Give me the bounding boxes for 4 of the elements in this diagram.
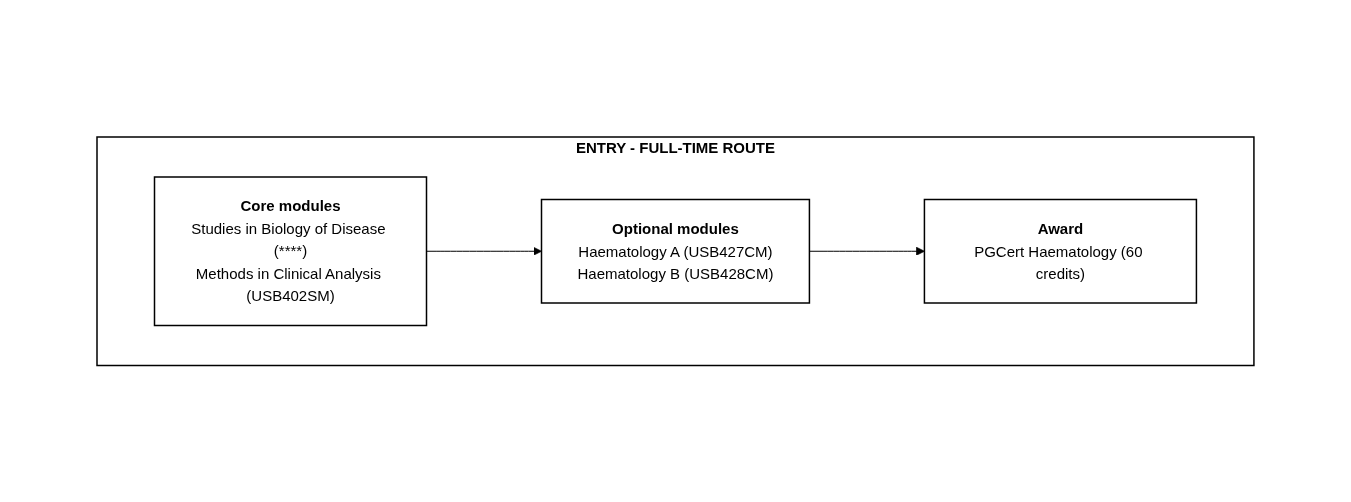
node-box: Award PGCert Haematology (60 credits) <box>923 198 1198 304</box>
node-box: Core modules Studies in Biology of Disease (****) Methods in Clinical Analysis (USB402SM) <box>153 176 428 326</box>
arrow <box>426 246 542 256</box>
node-box: Optional modules Haematology A (USB427CM) Haematology B (USB428CM) <box>540 198 811 304</box>
